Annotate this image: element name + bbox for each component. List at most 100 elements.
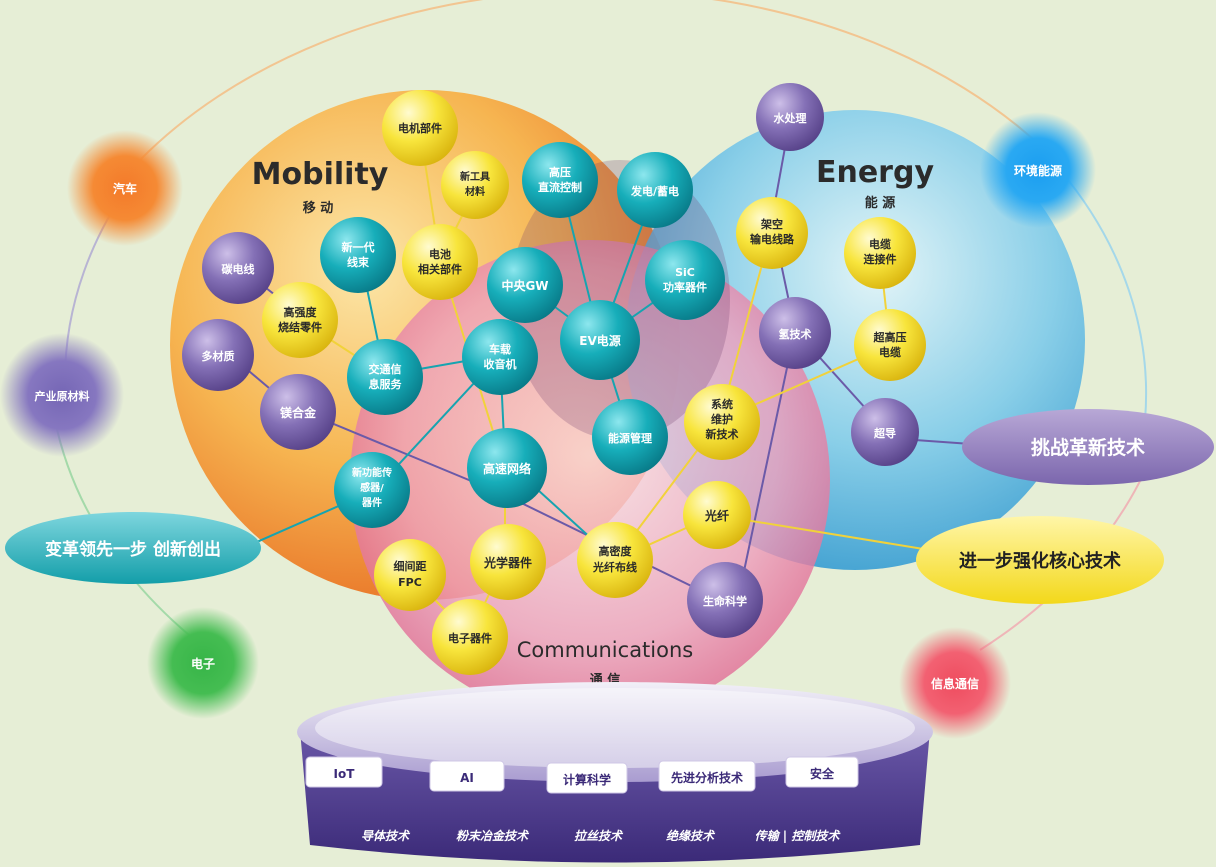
svg-text:水处理: 水处理 bbox=[774, 111, 807, 125]
node-new-harness: 新一代 线束 bbox=[320, 217, 396, 293]
svg-text:系统: 系统 bbox=[711, 397, 733, 411]
svg-text:超高压: 超高压 bbox=[873, 330, 907, 344]
callout-strengthen: 进一步强化核心技术 bbox=[916, 516, 1164, 604]
svg-text:安全: 安全 bbox=[810, 766, 835, 781]
svg-text:收音机: 收音机 bbox=[484, 357, 517, 371]
mobility-title: Mobility bbox=[252, 157, 389, 192]
node-carbon-wire: 碳电线 bbox=[202, 232, 274, 304]
node-system-maintenance: 系统 维护 新技术 bbox=[684, 384, 760, 460]
svg-text:超导: 超导 bbox=[873, 426, 896, 440]
energy-subtitle: 能 源 bbox=[865, 195, 896, 211]
platform-top-label-4: 安全 bbox=[785, 756, 859, 788]
svg-text:多材质: 多材质 bbox=[202, 349, 235, 363]
node-motor-parts: 电机部件 bbox=[382, 90, 458, 166]
node-overhead-line: 架空 输电线路 bbox=[736, 197, 808, 269]
svg-text:维护: 维护 bbox=[711, 412, 733, 426]
svg-text:FPC: FPC bbox=[398, 576, 422, 589]
node-car-radio: 车载 收音机 bbox=[462, 319, 538, 395]
svg-text:器件: 器件 bbox=[361, 496, 382, 509]
platform-bottom-label-0: 导体技术 bbox=[361, 829, 411, 843]
svg-text:电缆: 电缆 bbox=[879, 345, 901, 359]
node-sic-power: SiC 功率器件 bbox=[645, 240, 725, 320]
node-battery-parts: 电池 相关部件 bbox=[402, 224, 478, 300]
node-optical-device: 光学器件 bbox=[470, 524, 546, 600]
svg-text:架空: 架空 bbox=[760, 217, 783, 231]
node-high-speed-network: 高速网络 bbox=[467, 428, 547, 508]
outer-circle-electronics: 电子 bbox=[147, 607, 259, 719]
mobility-subtitle: 移 动 bbox=[303, 200, 334, 216]
platform-bottom-label-3: 绝缘技术 bbox=[666, 829, 716, 843]
svg-text:交通信: 交通信 bbox=[369, 362, 402, 376]
node-hydrogen-tech: 氢技术 bbox=[759, 297, 831, 369]
svg-text:进一步强化核心技术: 进一步强化核心技术 bbox=[959, 550, 1121, 572]
node-traffic-info: 交通信 息服务 bbox=[347, 339, 423, 415]
platform-top-labels: IoT AI 计算科学 先进分析技术 安全 bbox=[305, 756, 859, 794]
node-multi-material: 多材质 bbox=[182, 319, 254, 391]
svg-text:电机部件: 电机部件 bbox=[398, 121, 442, 135]
svg-text:光纤: 光纤 bbox=[704, 508, 729, 523]
svg-text:新一代: 新一代 bbox=[342, 240, 375, 254]
svg-text:输电线路: 输电线路 bbox=[750, 232, 795, 246]
platform-bottom-label-2: 拉丝技术 bbox=[574, 829, 624, 843]
svg-text:材料: 材料 bbox=[465, 185, 485, 198]
energy-title: Energy bbox=[816, 155, 934, 190]
svg-text:新技术: 新技术 bbox=[706, 427, 739, 441]
svg-text:能源管理: 能源管理 bbox=[608, 431, 652, 445]
svg-text:高强度: 高强度 bbox=[284, 305, 318, 319]
svg-text:新功能传: 新功能传 bbox=[352, 466, 392, 479]
svg-text:中央GW: 中央GW bbox=[501, 278, 548, 293]
node-uhv-cable: 超高压 电缆 bbox=[854, 309, 926, 381]
svg-text:高速网络: 高速网络 bbox=[483, 461, 531, 476]
svg-text:功率器件: 功率器件 bbox=[663, 280, 707, 294]
node-hvdc-control: 高压 直流控制 bbox=[522, 142, 598, 218]
platform-bottom-label-4: 传输 | 控制技术 bbox=[755, 829, 842, 843]
node-electronic-parts: 电子器件 bbox=[432, 599, 508, 675]
svg-text:线束: 线束 bbox=[347, 255, 370, 269]
platform-top-label-3: 先进分析技术 bbox=[658, 760, 756, 792]
platform-bottom-label-1: 粉末冶金技术 bbox=[456, 829, 530, 843]
svg-text:AI: AI bbox=[460, 771, 474, 785]
node-sintered-parts: 高强度 烧结零件 bbox=[262, 282, 338, 358]
node-hd-fiber-wiring: 高密度 光纤布线 bbox=[577, 522, 653, 598]
node-power-generation: 发电/蓄电 bbox=[617, 152, 693, 228]
node-water-treatment: 水处理 bbox=[756, 83, 824, 151]
svg-text:感器/: 感器/ bbox=[360, 481, 384, 494]
svg-text:新工具: 新工具 bbox=[460, 170, 490, 183]
callout-leading: 变革领先一步 创新创出 bbox=[5, 512, 261, 584]
svg-text:电子: 电子 bbox=[191, 656, 215, 671]
svg-text:信息通信: 信息通信 bbox=[931, 676, 979, 691]
svg-text:环境能源: 环境能源 bbox=[1014, 163, 1062, 178]
svg-text:IoT: IoT bbox=[334, 767, 356, 781]
technology-platform: IoT AI 计算科学 先进分析技术 安全 导体技术 粉末冶金技术 拉丝技术 绝缘技术 传输 |… bbox=[297, 682, 933, 863]
svg-text:EV电源: EV电源 bbox=[579, 333, 621, 348]
node-cable-connector: 电缆 连接件 bbox=[844, 217, 916, 289]
svg-text:息服务: 息服务 bbox=[369, 377, 403, 391]
platform-bottom-labels: 导体技术 粉末冶金技术 拉丝技术 绝缘技术 传输 | 控制技术 bbox=[361, 829, 841, 843]
svg-text:车载: 车载 bbox=[489, 342, 511, 356]
svg-text:汽车: 汽车 bbox=[113, 181, 137, 196]
svg-text:电缆: 电缆 bbox=[869, 237, 891, 251]
svg-text:生命科学: 生命科学 bbox=[703, 594, 747, 608]
svg-text:先进分析技术: 先进分析技术 bbox=[671, 770, 743, 785]
node-life-science: 生命科学 bbox=[687, 562, 763, 638]
node-ev-power: EV电源 bbox=[560, 300, 640, 380]
svg-text:光学器件: 光学器件 bbox=[483, 555, 532, 570]
svg-text:镁合金: 镁合金 bbox=[280, 405, 317, 420]
overlap-shade bbox=[510, 160, 730, 440]
svg-text:高密度: 高密度 bbox=[599, 544, 633, 558]
outer-circle-env-energy: 环境能源 bbox=[980, 112, 1096, 228]
node-central-gw: 中央GW bbox=[487, 247, 563, 323]
outer-circle-infocomm: 信息通信 bbox=[899, 627, 1011, 739]
svg-text:变革领先一步 创新创出: 变革领先一步 创新创出 bbox=[45, 539, 221, 560]
svg-text:SiC: SiC bbox=[675, 266, 695, 279]
platform-top-label-0: IoT bbox=[305, 756, 383, 788]
svg-text:发电/蓄电: 发电/蓄电 bbox=[630, 184, 679, 198]
svg-text:烧结零件: 烧结零件 bbox=[278, 320, 322, 334]
node-mg-alloy: 镁合金 bbox=[260, 374, 336, 450]
svg-text:电子器件: 电子器件 bbox=[448, 631, 492, 645]
svg-text:高压: 高压 bbox=[549, 165, 571, 179]
platform-top-label-2: 计算科学 bbox=[546, 762, 628, 794]
svg-text:挑战革新技术: 挑战革新技术 bbox=[1031, 436, 1145, 459]
